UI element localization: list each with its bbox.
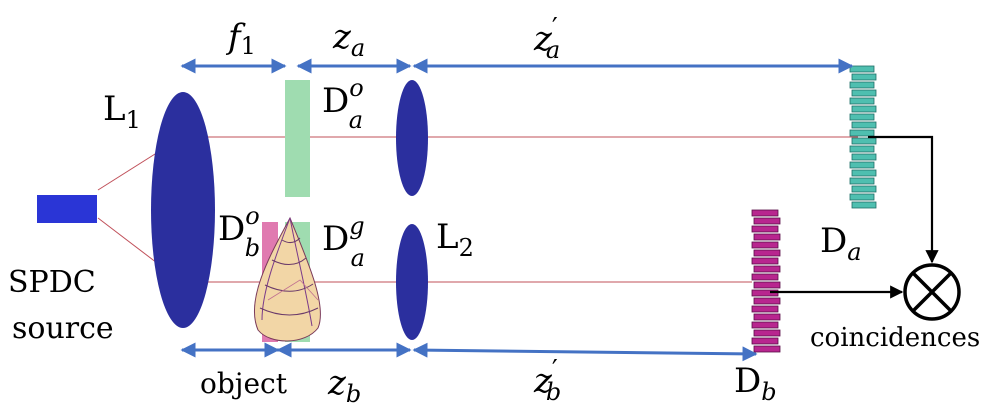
spdc-source-block — [37, 195, 97, 223]
detector-pixel — [751, 257, 779, 265]
label-l2: L2 — [436, 217, 474, 262]
detector-pixel — [849, 81, 875, 89]
lens-l2-upper — [396, 80, 428, 196]
detector-pixel — [753, 297, 781, 305]
detector-pixel — [753, 345, 781, 353]
detector-pixel — [849, 129, 875, 137]
detector-pixel — [753, 329, 781, 337]
detector-pixel — [851, 169, 877, 177]
detector-pixel — [849, 161, 875, 169]
detector-pixel — [751, 241, 779, 249]
detector-d-b — [751, 209, 781, 353]
detector-pixel — [849, 113, 875, 121]
label-d-a: Da — [820, 221, 862, 266]
lens-l2-lower — [396, 224, 428, 340]
detector-pixel — [751, 305, 779, 313]
detector-pixel — [751, 273, 779, 281]
detector-pixel — [753, 265, 781, 273]
detector-d-a — [849, 65, 877, 209]
coincidence-wiring — [770, 135, 939, 299]
label-zb: zb — [327, 363, 361, 408]
label-f1: f1 — [225, 17, 256, 60]
label-spdc: SPDC — [8, 265, 96, 300]
arrow-zb-prime — [412, 342, 758, 362]
label-source: source — [12, 311, 114, 346]
detector-pixel — [753, 281, 781, 289]
detector-pixel — [751, 209, 779, 217]
detector-pixel — [851, 121, 877, 129]
label-d-b: Db — [734, 361, 777, 406]
aperture-d-a-o — [285, 80, 310, 197]
detector-pixel — [849, 177, 875, 185]
detector-pixel — [851, 153, 877, 161]
detector-pixel — [751, 321, 779, 329]
detector-pixel — [851, 137, 877, 145]
detector-pixel — [851, 89, 877, 97]
detector-pixel — [849, 65, 875, 73]
detector-pixel — [851, 105, 877, 113]
detector-pixel — [851, 201, 877, 209]
label-l1: L1 — [103, 89, 141, 134]
wire-from-d-a — [868, 135, 939, 264]
detector-pixel — [849, 193, 875, 201]
detector-pixel — [751, 225, 779, 233]
label-za-prime: z′a — [533, 13, 560, 64]
detector-pixel — [851, 73, 877, 81]
coincidence-circle — [903, 263, 961, 321]
label-object: object — [200, 367, 288, 400]
lens-l1 — [151, 92, 215, 328]
label-coincidences: coincidences — [810, 323, 980, 353]
detector-pixel — [753, 313, 781, 321]
detector-pixel — [849, 97, 875, 105]
detector-pixel — [753, 233, 781, 241]
detector-pixel — [753, 249, 781, 257]
dimension-arrows — [180, 58, 854, 362]
detector-pixel — [849, 145, 875, 153]
label-za: za — [332, 17, 365, 62]
object-shape — [253, 216, 321, 342]
detector-pixel — [751, 337, 779, 345]
detector-pixel — [753, 217, 781, 225]
label-zb-prime: z′b — [533, 355, 561, 406]
detector-pixel — [851, 185, 877, 193]
